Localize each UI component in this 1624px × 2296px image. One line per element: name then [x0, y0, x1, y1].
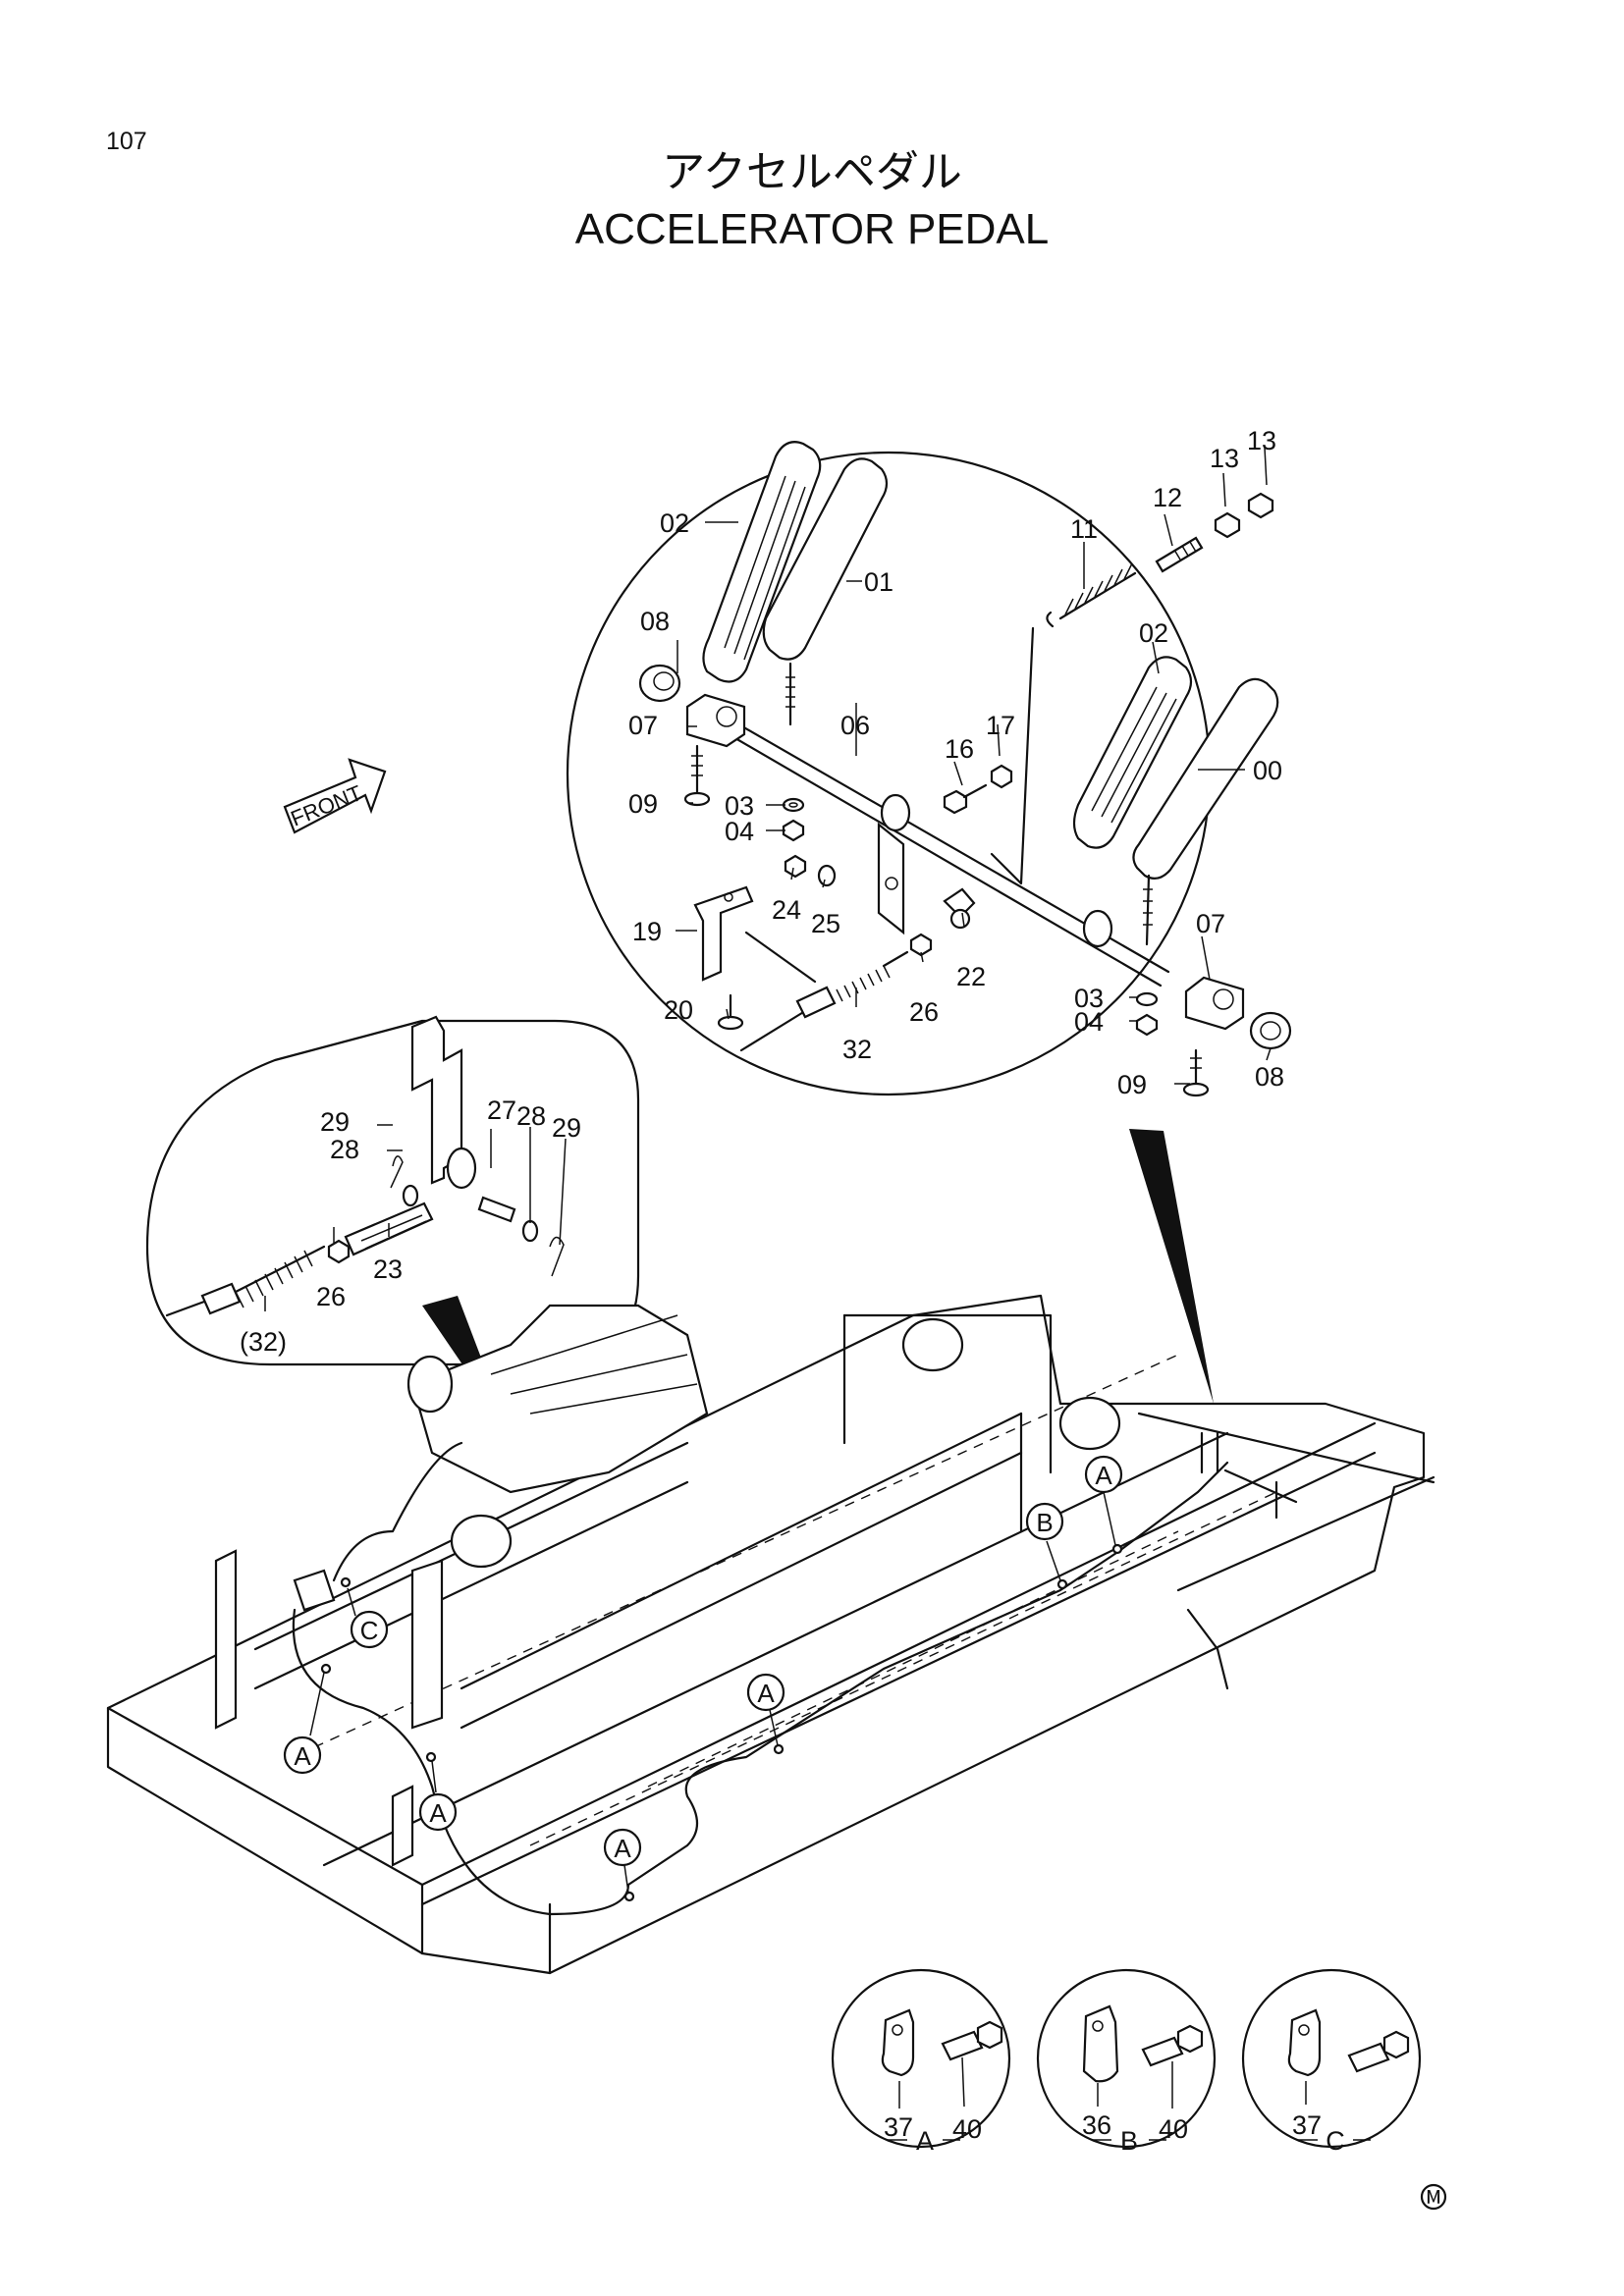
pedal-shaft — [727, 717, 1170, 988]
part-label: 07 — [628, 711, 658, 740]
title-english: ACCELERATOR PEDAL — [575, 205, 1050, 253]
callout-marker: Ⓜ — [1420, 2183, 1447, 2213]
part-label: 02 — [660, 508, 689, 538]
detail-pointer — [1129, 1129, 1214, 1404]
support-block-right — [1182, 976, 1292, 1097]
part-labels-details: 37 40 36 40 37 — [884, 2110, 1322, 2144]
part-label: 20 — [664, 995, 693, 1025]
return-spring — [990, 562, 1137, 885]
callout-marker: C — [347, 1587, 389, 1649]
part-label: 12 — [1153, 483, 1182, 512]
part-label: 06 — [840, 711, 870, 740]
part-label: 37 — [1292, 2110, 1322, 2140]
title-japanese: アクセルペダル — [662, 148, 962, 196]
part-label: 13 — [1210, 444, 1239, 473]
part-label: 32 — [842, 1035, 872, 1064]
washer-nut-right — [1135, 991, 1159, 1037]
part-label: 03 — [1074, 984, 1104, 1013]
part-label: 27 — [487, 1095, 516, 1125]
support-block-left — [638, 664, 746, 807]
callouts: A B A C A A A — [283, 1455, 1447, 2213]
front-arrow-icon: FRONT — [283, 758, 387, 834]
part-label: 23 — [373, 1255, 403, 1284]
callout-marker: A — [418, 1760, 458, 1832]
part-label: 04 — [725, 817, 754, 846]
cable-bracket — [693, 885, 754, 1031]
part-label: 09 — [1117, 1070, 1147, 1099]
accelerator-cable-route — [292, 1441, 1229, 1916]
svg-text:A: A — [1095, 1461, 1112, 1490]
part-label: (32) — [240, 1327, 287, 1357]
part-label: 24 — [772, 895, 801, 925]
detail-letters: A B C — [916, 2126, 1345, 2156]
part-label: 28 — [516, 1101, 546, 1131]
detail-letter-c: C — [1326, 2126, 1345, 2156]
part-label: 19 — [632, 917, 662, 946]
part-label: 11 — [1070, 514, 1098, 544]
part-label: 26 — [316, 1282, 346, 1311]
part-label: 01 — [864, 567, 893, 597]
lock-nuts — [1214, 492, 1274, 539]
detail-circle-a — [831, 1968, 1011, 2149]
part-label: 02 — [1139, 618, 1168, 648]
machine-frame — [106, 1294, 1435, 1975]
part-label: 40 — [1159, 2114, 1188, 2144]
part-label: 17 — [986, 711, 1015, 740]
part-label: 08 — [640, 607, 670, 636]
part-label: 25 — [811, 909, 840, 938]
part-label: 36 — [1082, 2110, 1111, 2140]
part-label: 04 — [1074, 1007, 1104, 1037]
part-label: 08 — [1255, 1062, 1284, 1092]
svg-text:Ⓜ: Ⓜ — [1421, 2183, 1446, 2213]
bolt-16 — [943, 764, 1013, 815]
callout-marker: A — [746, 1673, 785, 1746]
part-label: 40 — [952, 2114, 982, 2144]
callout-marker: A — [283, 1672, 325, 1775]
front-label: FRONT — [288, 780, 366, 831]
svg-text:A: A — [614, 1834, 631, 1863]
callout-marker: A — [1084, 1455, 1123, 1546]
part-label: 13 — [1247, 426, 1276, 455]
detail-letter-a: A — [916, 2126, 934, 2156]
part-label: 00 — [1253, 756, 1282, 785]
part-label: 07 — [1196, 909, 1225, 938]
part-labels-main: 02 01 08 07 09 03 04 06 16 17 11 12 13 1… — [628, 426, 1284, 1099]
detail-letter-b: B — [1120, 2126, 1138, 2156]
pedal-pad-left — [702, 441, 889, 726]
part-label: 03 — [725, 791, 754, 821]
pedal-pad-right — [1072, 656, 1279, 946]
leader-lines — [264, 447, 1371, 2141]
svg-text:B: B — [1036, 1508, 1053, 1537]
part-label: 29 — [552, 1113, 581, 1143]
callout-marker: A — [603, 1828, 642, 1894]
part-label: 26 — [909, 997, 939, 1027]
part-label: 29 — [320, 1107, 350, 1137]
svg-text:C: C — [360, 1616, 379, 1645]
svg-text:A: A — [757, 1679, 775, 1708]
part-label: 28 — [330, 1135, 359, 1164]
svg-text:A: A — [429, 1798, 447, 1828]
accelerator-cable-main — [739, 931, 909, 1052]
washer-nut-left — [782, 797, 805, 842]
part-label: 16 — [945, 734, 974, 764]
detail-circle-b — [1036, 1968, 1217, 2149]
adjust-rod — [1155, 536, 1204, 573]
part-label: 09 — [628, 789, 658, 819]
callout-marker: B — [1025, 1502, 1064, 1581]
svg-text:A: A — [294, 1741, 311, 1771]
part-label: 37 — [884, 2112, 913, 2142]
page-number: 107 — [106, 128, 147, 155]
part-labels-cable-end: 29 28 27 28 29 26 23 (32) — [240, 1095, 581, 1357]
part-label: 22 — [956, 962, 986, 991]
detail-circle-c — [1241, 1968, 1422, 2149]
ball-joint-parts — [784, 854, 976, 957]
